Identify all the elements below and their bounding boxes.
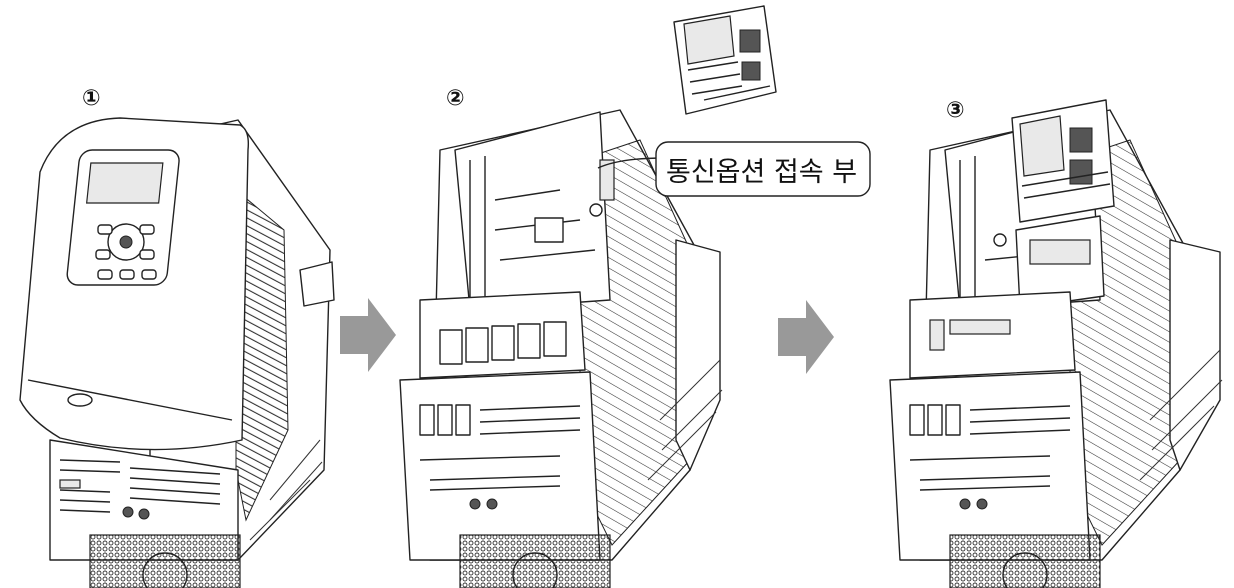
callout-text: 통신옵션 접속 부 <box>666 157 858 188</box>
comm-option-board <box>673 5 777 115</box>
arrow-right-icon <box>340 298 396 372</box>
arrow-right-icon <box>778 300 834 374</box>
inverter-with-option <box>889 99 1223 588</box>
step-3-label: ③ <box>946 98 965 123</box>
inverter-closed <box>19 117 335 588</box>
step-2-label: ② <box>446 86 465 111</box>
callout-bubble <box>655 141 871 197</box>
inverter-open <box>399 109 723 588</box>
step-1-label: ① <box>82 86 101 111</box>
